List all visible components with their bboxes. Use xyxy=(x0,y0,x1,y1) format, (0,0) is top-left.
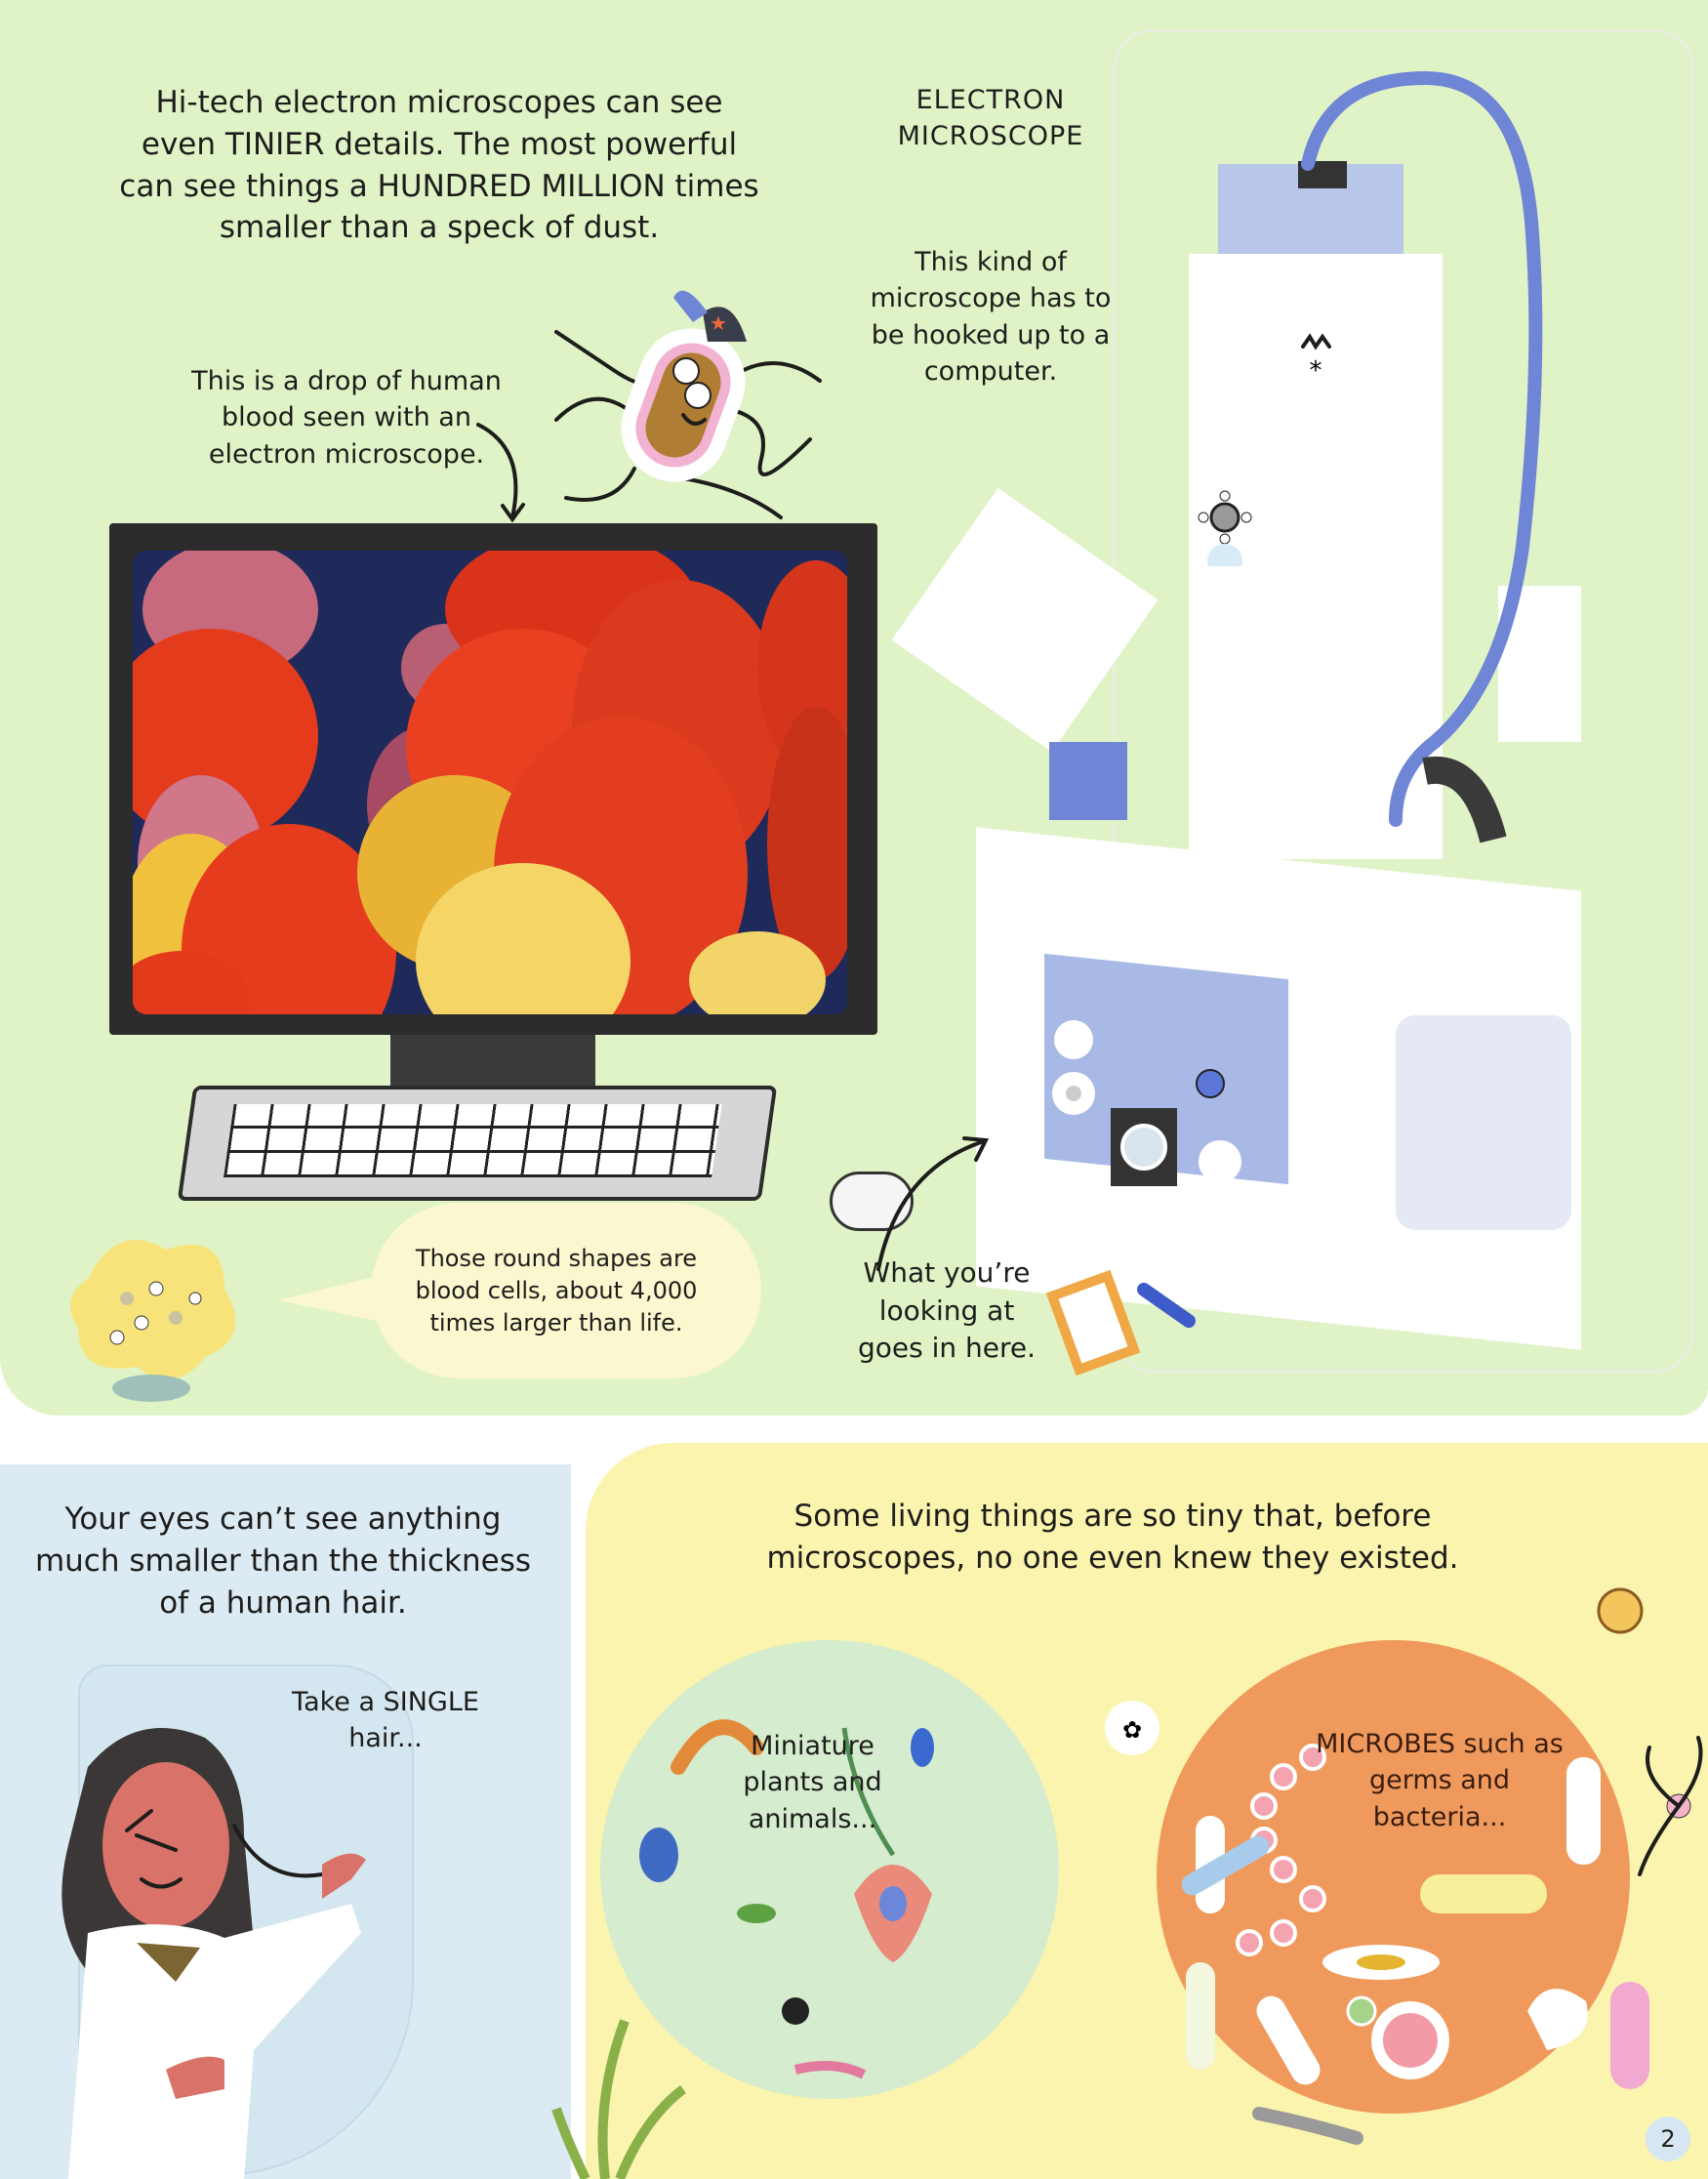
round-shapes-text: Those round shapes are blood cells, abou… xyxy=(415,1245,698,1337)
living-things-text: Some living things are so tiny that, bef… xyxy=(766,1499,1459,1576)
clipboard-pen-icon xyxy=(1045,1269,1196,1377)
scientist-character-icon xyxy=(61,1728,366,2179)
keyboard xyxy=(177,1086,778,1201)
bacterium-character-icon: ★ xyxy=(554,290,822,519)
computer-mouse xyxy=(830,1172,914,1231)
miniature-label: Miniature plants and animals... xyxy=(743,1731,882,1834)
vacuum-hose-icon xyxy=(1301,70,1543,843)
side-panel xyxy=(1396,1015,1571,1230)
svg-text:✿: ✿ xyxy=(1122,1716,1142,1744)
grass-plant-icon xyxy=(551,2019,687,2179)
round-shapes-bubble xyxy=(371,1203,761,1378)
clover-bubble-icon: ✿ xyxy=(1105,1701,1159,1755)
bubble-tail xyxy=(278,1274,386,1323)
control-knobs-icon xyxy=(1052,1020,1241,1186)
eyes-text: Your eyes can’t see anything much smalle… xyxy=(34,1501,532,1621)
intro-text: Hi-tech electron microscopes can see eve… xyxy=(119,85,759,246)
svg-text:*: * xyxy=(1310,356,1322,386)
aperture-dial-icon xyxy=(1198,490,1252,566)
keyboard-keys xyxy=(224,1104,722,1177)
miniature-life-circle xyxy=(600,1640,1059,2099)
microbes-circle xyxy=(1157,1640,1630,2114)
blood-cell-micrograph xyxy=(133,551,847,1014)
blood-caption: This is a drop of human blood seen with … xyxy=(191,366,502,470)
caption-arrow-icon xyxy=(476,423,525,523)
blob-character-icon xyxy=(70,1240,236,1402)
specimen-arrow-icon xyxy=(876,1136,990,1271)
specimen-caption: What you’re looking at goes in here. xyxy=(857,1256,1037,1365)
asterisk-mark-icon: * xyxy=(1301,333,1331,386)
electron-microscope-label: ELECTRON MICROSCOPE xyxy=(897,85,1084,152)
microbes-label: MICROBES such as germs and bacteria... xyxy=(1316,1729,1564,1832)
single-hair-text: Take a SINGLE hair... xyxy=(292,1687,479,1754)
computer-monitor xyxy=(109,523,877,1035)
detector-plate xyxy=(1049,742,1127,820)
svg-text:★: ★ xyxy=(710,311,727,335)
page-number: 2 xyxy=(1646,2117,1690,2161)
worm-icon xyxy=(1252,2107,1363,2145)
microscope-divider xyxy=(1357,1289,1415,1291)
floating-microbes-icon xyxy=(1597,1587,1703,2089)
microscope-card-outline xyxy=(1113,29,1694,1373)
monitor-stand xyxy=(390,1035,595,1093)
hooked-up-text: This kind of microscope has to be hooked… xyxy=(870,247,1112,387)
